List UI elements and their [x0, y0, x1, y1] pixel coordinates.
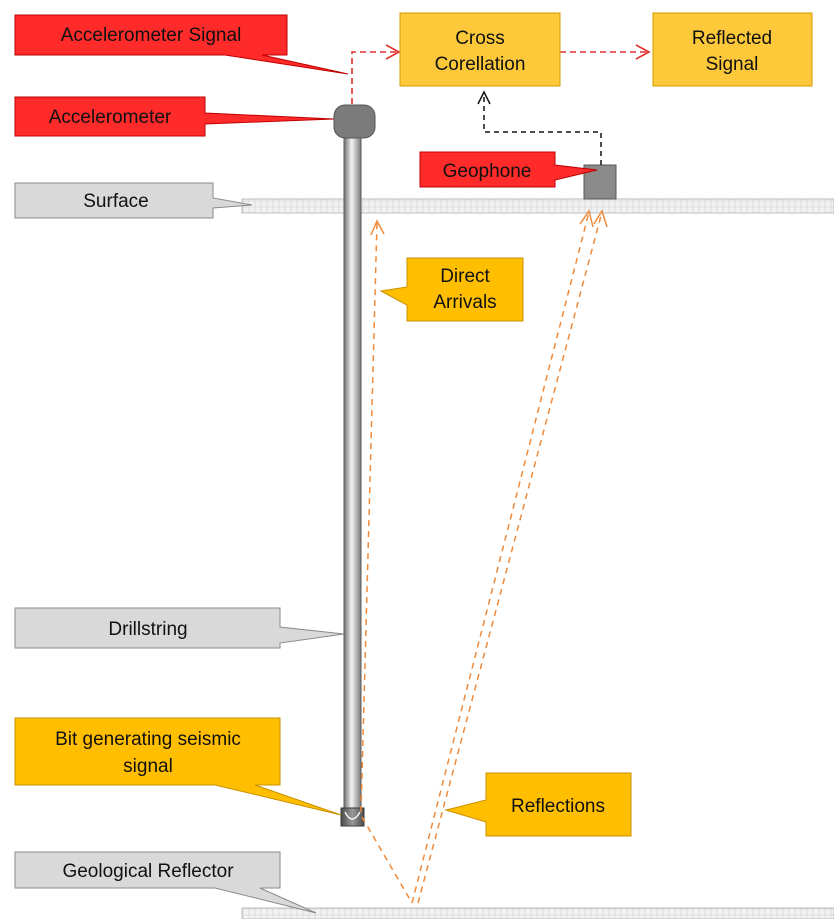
svg-text:Reflected: Reflected — [692, 28, 772, 49]
accelerometer-sensor — [333, 104, 376, 139]
surface-callout: Surface — [14, 182, 253, 219]
svg-text:Signal: Signal — [706, 54, 759, 75]
direct-arrival-ray — [360, 221, 378, 813]
cross-correlation-box: Cross Corellation — [399, 12, 561, 87]
svg-text:Direct: Direct — [440, 266, 490, 287]
cross-correlation-line-1: Cross — [455, 28, 505, 49]
direct-arrivals-callout: Direct Arrivals — [379, 257, 524, 322]
direct-arrivals-line-1: Direct — [440, 266, 490, 287]
accelerometer-signal-arrow — [351, 51, 398, 104]
geophone-label: Geophone — [443, 161, 532, 182]
accelerometer-signal-callout: Accelerometer Signal — [14, 14, 349, 75]
geological-reflector-callout: Geological Reflector — [14, 851, 317, 914]
surface-layer — [241, 198, 834, 214]
svg-text:Bit generating seismic: Bit generating seismic — [55, 729, 241, 750]
svg-text:Corellation: Corellation — [435, 54, 526, 75]
drillstring-label: Drillstring — [108, 619, 187, 640]
drillstring-callout: Drillstring — [14, 607, 345, 649]
drillstring-pipe — [343, 127, 362, 824]
reflected-signal-line-1: Reflected — [692, 28, 772, 49]
reflections-callout: Reflections — [444, 772, 632, 837]
bit-line-1: Bit generating seismic — [55, 729, 241, 750]
accelerometer-signal-label: Accelerometer Signal — [61, 25, 242, 46]
reflection-ray-up-2 — [417, 211, 603, 904]
geophone-callout: Geophone — [419, 151, 598, 188]
cross-correlation-line-2: Corellation — [435, 54, 526, 75]
geological-reflector-layer — [241, 907, 834, 919]
reflected-signal-line-2: Signal — [706, 54, 759, 75]
reflection-ray-down — [361, 816, 413, 904]
seismic-ray-paths — [360, 209, 608, 904]
reflected-signal-box: Reflected Signal — [652, 12, 813, 87]
svg-text:Cross: Cross — [455, 28, 505, 49]
svg-text:signal: signal — [123, 756, 173, 777]
svg-text:Arrivals: Arrivals — [433, 292, 496, 313]
drill-bit — [340, 807, 365, 827]
surface-label: Surface — [83, 191, 148, 212]
geological-reflector-label: Geological Reflector — [62, 861, 234, 882]
bit-line-2: signal — [123, 756, 173, 777]
bit-callout: Bit generating seismic signal — [14, 717, 342, 816]
accelerometer-callout: Accelerometer — [14, 96, 335, 137]
reflections-label: Reflections — [511, 796, 605, 817]
reflection-ray-up-1 — [411, 211, 590, 904]
direct-arrivals-line-2: Arrivals — [433, 292, 496, 313]
accelerometer-label: Accelerometer — [49, 107, 172, 128]
geophone-signal-arrow — [483, 93, 602, 165]
